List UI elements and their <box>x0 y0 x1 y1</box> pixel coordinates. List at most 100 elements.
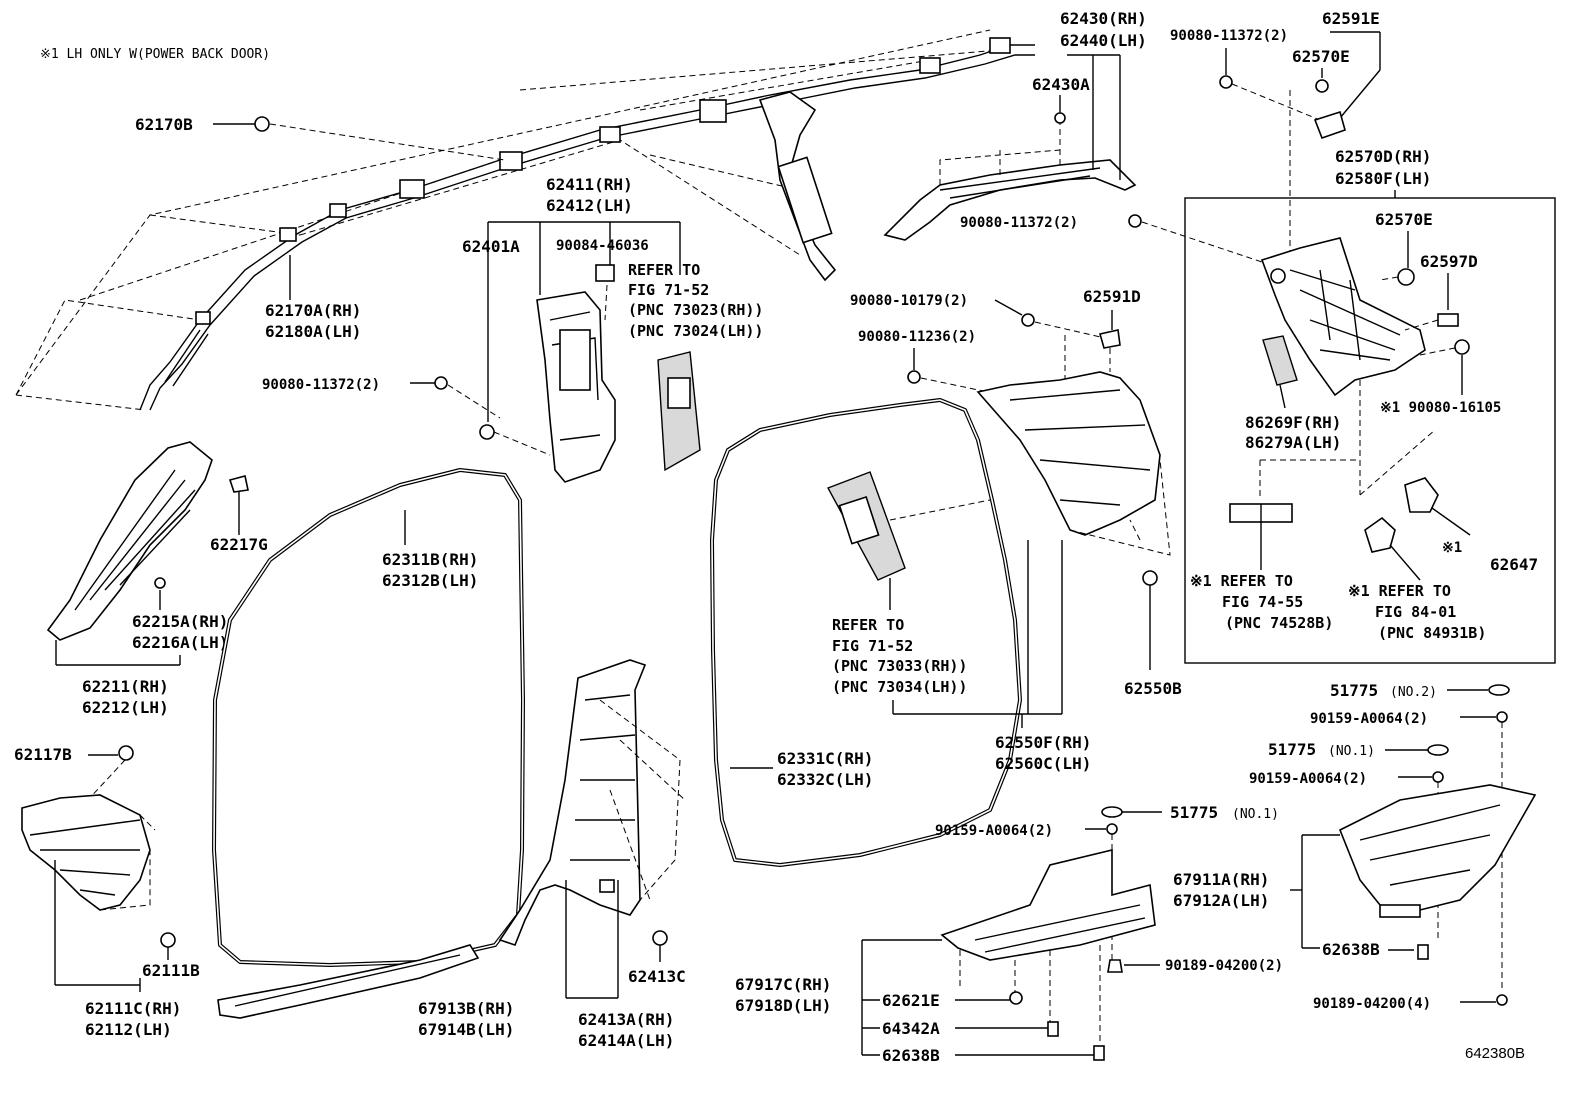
rear-door-weatherstrip <box>710 398 1022 867</box>
label-62550F: 62550F(RH) <box>995 733 1091 752</box>
ref3-line2: FIG 84-01 <box>1375 603 1456 621</box>
label-62414A: 62414A(LH) <box>578 1031 674 1050</box>
ref3-line1: ※1 REFER TO <box>1348 582 1451 600</box>
bracket-62550F-leader <box>892 540 1063 728</box>
label-62591E: 62591E <box>1322 9 1380 28</box>
label-86279A: 86279A(LH) <box>1245 433 1341 452</box>
ref1-line3: (PNC 73023(RH)) <box>628 301 763 319</box>
bracket-62111C-leader <box>54 860 141 992</box>
label-90080-10179: 90080-10179(2) <box>850 293 968 309</box>
ref3-line3: (PNC 84931B) <box>1378 624 1486 642</box>
label-62331C: 62331C(RH) <box>777 749 873 768</box>
seatbelt-anchor-cover <box>657 351 701 472</box>
label-62647-mark: ※1 <box>1442 540 1462 556</box>
bracket-62430-leader <box>1054 54 1121 180</box>
label-62597D: 62597D <box>1420 252 1478 271</box>
label-62170A: 62170A(RH) <box>265 301 361 320</box>
label-62312B: 62312B(LH) <box>382 571 478 590</box>
label-67917C: 67917C(RH) <box>735 975 831 994</box>
clip-62597D <box>1404 273 1459 331</box>
label-86269F: 86269F(RH) <box>1245 413 1341 432</box>
label-62430A: 62430A <box>1032 75 1090 94</box>
label-51775-no2: 51775 <box>1330 681 1378 700</box>
roof-rail-trim-62430 <box>883 110 1137 241</box>
front-scuff-plate-67913B <box>217 944 480 1019</box>
label-62647: 62647 <box>1490 555 1538 574</box>
kick-panel-62111C <box>21 794 176 948</box>
label-62550B: 62550B <box>1124 679 1182 698</box>
rear-step-cover-67911A <box>1338 784 1537 960</box>
label-62111C: 62111C(RH) <box>85 999 181 1018</box>
screws-c-pillar <box>907 299 1121 393</box>
label-90159-a: 90159-A0064(2) <box>1310 711 1428 727</box>
ref1-line2: FIG 71-52 <box>628 281 709 299</box>
label-62212: 62212(LH) <box>82 698 169 717</box>
bracket-67917C-leader <box>861 939 1105 1061</box>
label-62413A: 62413A(RH) <box>578 1010 674 1029</box>
label-62117B: 62117B <box>14 745 72 764</box>
label-90080-11236: 90080-11236(2) <box>858 329 976 345</box>
label-67911A: 67911A(RH) <box>1173 870 1269 889</box>
label-62170B: 62170B <box>135 115 193 134</box>
airbag-inflator <box>758 91 837 282</box>
roof-side-airbag-assembly <box>15 29 1035 411</box>
screw-62117B <box>59 745 134 831</box>
ref2-line3: (PNC 74528B) <box>1225 614 1333 632</box>
label-90159-c: 90159-A0064(2) <box>935 823 1053 839</box>
ref4-line2: FIG 71-52 <box>832 637 913 655</box>
label-67913B: 67913B(RH) <box>418 999 514 1018</box>
quarter-trim-upper <box>1260 237 1426 397</box>
label-62570D: 62570D(RH) <box>1335 147 1431 166</box>
bracket-62211-leader <box>55 640 181 666</box>
label-62111B: 62111B <box>142 961 200 980</box>
label-62215A: 62215A(RH) <box>132 612 228 631</box>
label-62413C: 62413C <box>628 967 686 986</box>
bracket-62411-leader <box>487 221 681 422</box>
sensor-84931B <box>1364 516 1421 581</box>
ref4-line1: REFER TO <box>832 616 904 634</box>
screw-90080-11372-top <box>1219 48 1321 121</box>
center-step-cover-67917C <box>940 848 1156 1045</box>
label-90159-b: 90159-A0064(2) <box>1249 771 1367 787</box>
label-62621E: 62621E <box>882 991 940 1010</box>
label-62570E-top: 62570E <box>1292 47 1350 66</box>
label-90080-11372-mid: 90080-11372(2) <box>960 215 1078 231</box>
label-51775-no1b: 51775 <box>1170 803 1218 822</box>
ref2-line2: FIG 74-55 <box>1222 593 1303 611</box>
bracket-62413A-leader <box>565 880 661 999</box>
label-62112: 62112(LH) <box>85 1020 172 1039</box>
figure-code: 642380B <box>1465 1045 1525 1062</box>
screw-90080-11372-left <box>410 376 501 419</box>
ref1-line1: REFER TO <box>628 261 700 279</box>
lower-b-pillar-trim <box>498 659 686 946</box>
label-67918D: 67918D(LH) <box>735 996 831 1015</box>
label-90080-11372-left: 90080-11372(2) <box>262 377 380 393</box>
ref4-line3: (PNC 73033(RH)) <box>832 657 967 675</box>
clip-62647 <box>1404 477 1471 536</box>
label-90189-a: 90189-04200(2) <box>1165 958 1283 974</box>
label-62440: 62440(LH) <box>1060 31 1147 50</box>
b-pillar-trim <box>479 264 616 483</box>
rear-seatbelt-cover <box>827 471 991 610</box>
label-51775-no2-note: (NO.2) <box>1390 685 1437 700</box>
label-64342A: 64342A <box>882 1019 940 1038</box>
label-67912A: 67912A(LH) <box>1173 891 1269 910</box>
clip-62570E-box <box>1379 231 1415 286</box>
label-62311B: 62311B(RH) <box>382 550 478 569</box>
label-62560C: 62560C(LH) <box>995 754 1091 773</box>
label-90084-46036: 90084-46036 <box>556 238 649 254</box>
label-67914B: 67914B(LH) <box>418 1020 514 1039</box>
label-62180A: 62180A(LH) <box>265 322 361 341</box>
label-62430: 62430(RH) <box>1060 9 1147 28</box>
switch-74528B <box>1229 503 1293 570</box>
screw-90080-11372-mid <box>1128 214 1263 263</box>
label-90080-11372-top: 90080-11372(2) <box>1170 28 1288 44</box>
cover-86269F <box>1262 335 1298 409</box>
label-62411: 62411(RH) <box>546 175 633 194</box>
airbag-clip <box>399 179 425 199</box>
label-62217G: 62217G <box>210 535 268 554</box>
label-62216A: 62216A(LH) <box>132 633 228 652</box>
ref2-line1: ※1 REFER TO <box>1190 572 1293 590</box>
label-51775-no1: 51775 <box>1268 740 1316 759</box>
